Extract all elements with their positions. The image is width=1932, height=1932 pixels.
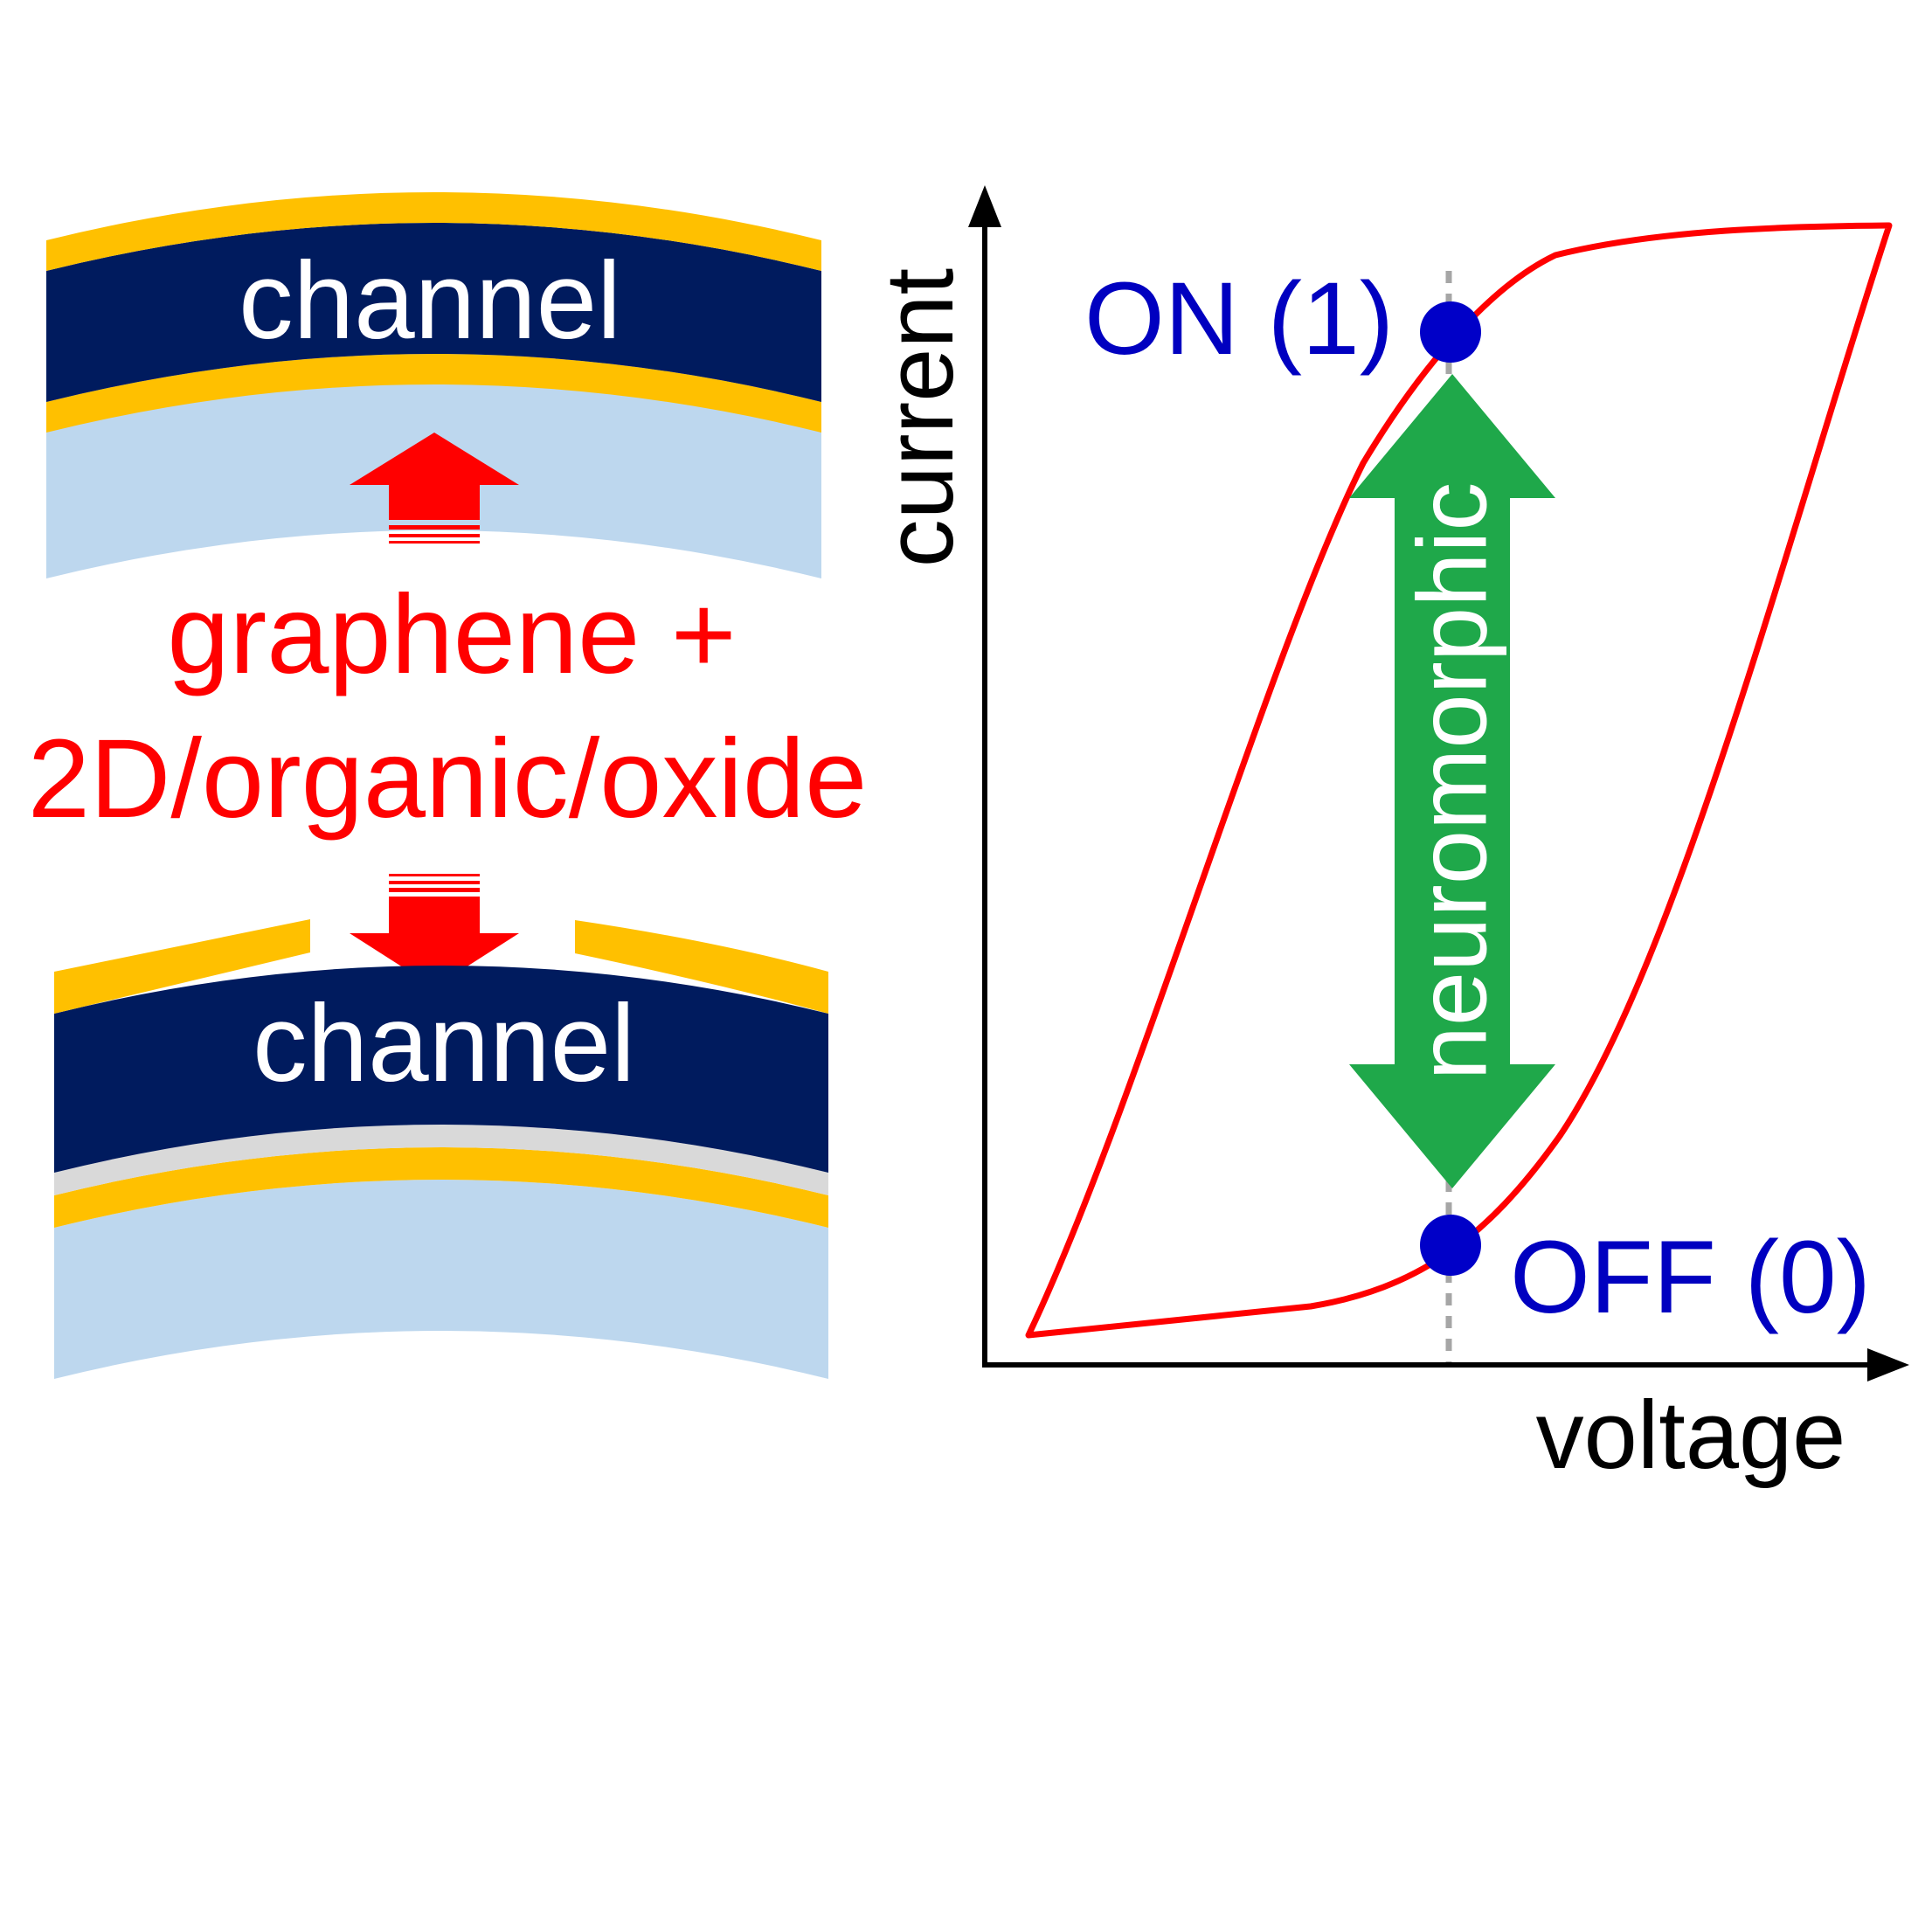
bottom-device: channel <box>54 919 828 1379</box>
neuromorphic-arrow: neuromorphic <box>1349 374 1555 1188</box>
top-device-top-electrode <box>46 192 821 271</box>
bottom-device-bottom-electrode <box>54 1147 828 1228</box>
bottom-device-right-electrode <box>575 920 828 1014</box>
bottom-channel-label: channel <box>253 983 635 1104</box>
material-label-line1: graphene + <box>167 572 736 697</box>
neuromorphic-label: neuromorphic <box>1398 482 1507 1081</box>
x-axis-arrowhead <box>1867 1348 1909 1381</box>
bottom-device-substrate <box>54 1180 828 1379</box>
x-axis-label: voltage <box>1536 1381 1846 1489</box>
top-channel-label: channel <box>239 240 621 362</box>
material-up-arrow <box>350 433 519 544</box>
top-device: channel <box>46 192 821 578</box>
hysteresis-plot: neuromorphic ON (1) OFF (0) current volt… <box>866 185 1909 1489</box>
bottom-device-left-electrode <box>54 919 310 1014</box>
y-axis-arrowhead <box>968 185 1001 227</box>
off-state-label: OFF (0) <box>1510 1220 1871 1335</box>
material-label-line2: 2D/organic/oxide <box>28 717 868 841</box>
on-state-label: ON (1) <box>1084 261 1394 377</box>
top-device-bottom-electrode <box>46 354 821 433</box>
bottom-device-channel <box>54 966 828 1173</box>
on-state-dot <box>1420 301 1481 363</box>
hysteresis-curve <box>1025 222 1893 1339</box>
material-down-arrow <box>350 874 519 987</box>
top-device-channel <box>46 223 821 402</box>
bottom-device-dielectric <box>54 1125 828 1195</box>
y-axis-label: current <box>866 268 973 567</box>
off-state-dot <box>1420 1215 1481 1276</box>
